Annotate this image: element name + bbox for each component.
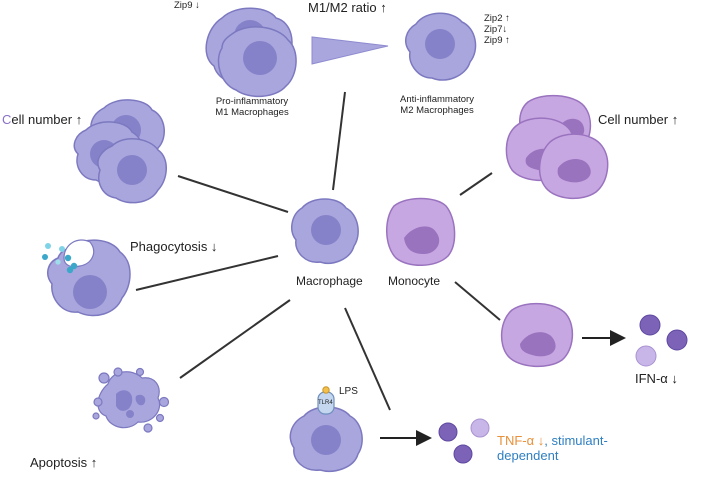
ifn-label: IFN-α ↓ (635, 371, 678, 386)
lps-macrophage (289, 386, 363, 472)
ratio-wedge (311, 36, 389, 65)
m2-title: Anti-inflammatory M2 Macrophages (382, 94, 492, 117)
monocyte-label: Monocyte (388, 274, 441, 288)
tnf-line1: TNF-α ↓, stimulant- (497, 433, 608, 449)
m1-zip-label: Zip9 ↓ (174, 0, 200, 11)
line-to-phagocytosis (135, 255, 279, 291)
m2-zip-9: Zip9 ↑ (484, 34, 510, 46)
tnf-particles (438, 418, 490, 464)
connector-lines (135, 91, 501, 411)
macrophage-label: Macrophage (296, 274, 363, 288)
central-macrophage (290, 198, 359, 264)
tnf-text: TNF-α ↓ (497, 433, 545, 448)
m1-title: Pro-inflammatory M1 Macrophages (197, 96, 307, 119)
stimulant-text: , stimulant- (544, 433, 608, 448)
m2-title-line2: M2 Macrophages (400, 104, 474, 116)
macrophage-cluster-left (73, 99, 167, 204)
m1-title-line2: M1 Macrophages (215, 106, 289, 118)
lps-molecule-icon (322, 386, 330, 394)
m1m2-ratio-label: M1/M2 ratio ↑ (308, 0, 387, 15)
m1-title-line1: Pro-inflammatory (215, 96, 289, 107)
line-to-lps (344, 307, 391, 411)
tnf-label: TNF-α ↓, stimulant- dependent (497, 433, 608, 464)
m2-zip-list: Zip2 ↑ Zip7↓ Zip9 ↑ (484, 13, 510, 47)
tlr4-label: TLR4 (318, 400, 333, 406)
lps-label: LPS (339, 386, 358, 397)
m2-title-line1: Anti-inflammatory (400, 94, 474, 105)
apoptosis-label: Apoptosis ↑ (30, 455, 98, 470)
dependent-text: dependent (497, 447, 559, 463)
phagocytosis-macrophage (42, 239, 131, 317)
monocyte-cluster-right (505, 94, 609, 200)
line-to-cell-number-left (177, 175, 289, 213)
monocyte-lower-right (500, 302, 574, 368)
m2-zip-2: Zip2 ↑ (484, 13, 510, 24)
cell-number-right-label: Cell number ↑ (598, 112, 679, 127)
m2-zip-7: Zip7↓ (484, 23, 508, 35)
apoptotic-cell (92, 367, 170, 433)
m2-macrophage (405, 12, 477, 81)
cell-number-left-label: Cell number ↑ (2, 112, 83, 128)
line-to-m1m2 (332, 91, 346, 191)
central-monocyte (386, 197, 456, 266)
cell-number-left-initial: C (2, 112, 12, 127)
phagocytosis-label: Phagocytosis ↓ (130, 239, 218, 254)
line-to-monocyte-ifn (454, 281, 501, 321)
m1-macrophages (205, 7, 297, 98)
ifn-particles (635, 314, 688, 367)
line-to-apoptosis (179, 299, 291, 379)
line-to-cell-number-right (459, 172, 493, 196)
cell-number-left-rest: ell number ↑ (11, 112, 83, 127)
